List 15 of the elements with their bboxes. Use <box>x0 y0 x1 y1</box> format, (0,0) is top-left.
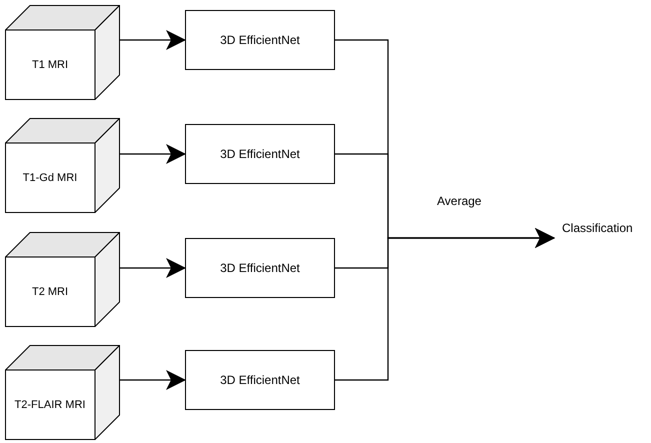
cube-label: T2-FLAIR MRI <box>14 399 86 411</box>
arrow <box>120 258 186 278</box>
arrow <box>120 144 186 164</box>
cube-label: T1 MRI <box>32 59 68 71</box>
annotation-text: Average <box>437 194 482 208</box>
process-box: 3D EfficientNet <box>185 350 335 410</box>
process-box: 3D EfficientNet <box>185 238 335 298</box>
cube-label: T1-Gd MRI <box>22 172 78 184</box>
output-label: Classification <box>562 218 650 238</box>
process-box: 3D EfficientNet <box>185 124 335 184</box>
arrow <box>120 370 186 390</box>
cube-label: T2 MRI <box>32 286 68 298</box>
arrow <box>335 228 555 381</box>
arrow <box>120 30 186 50</box>
process-box: 3D EfficientNet <box>185 10 335 70</box>
